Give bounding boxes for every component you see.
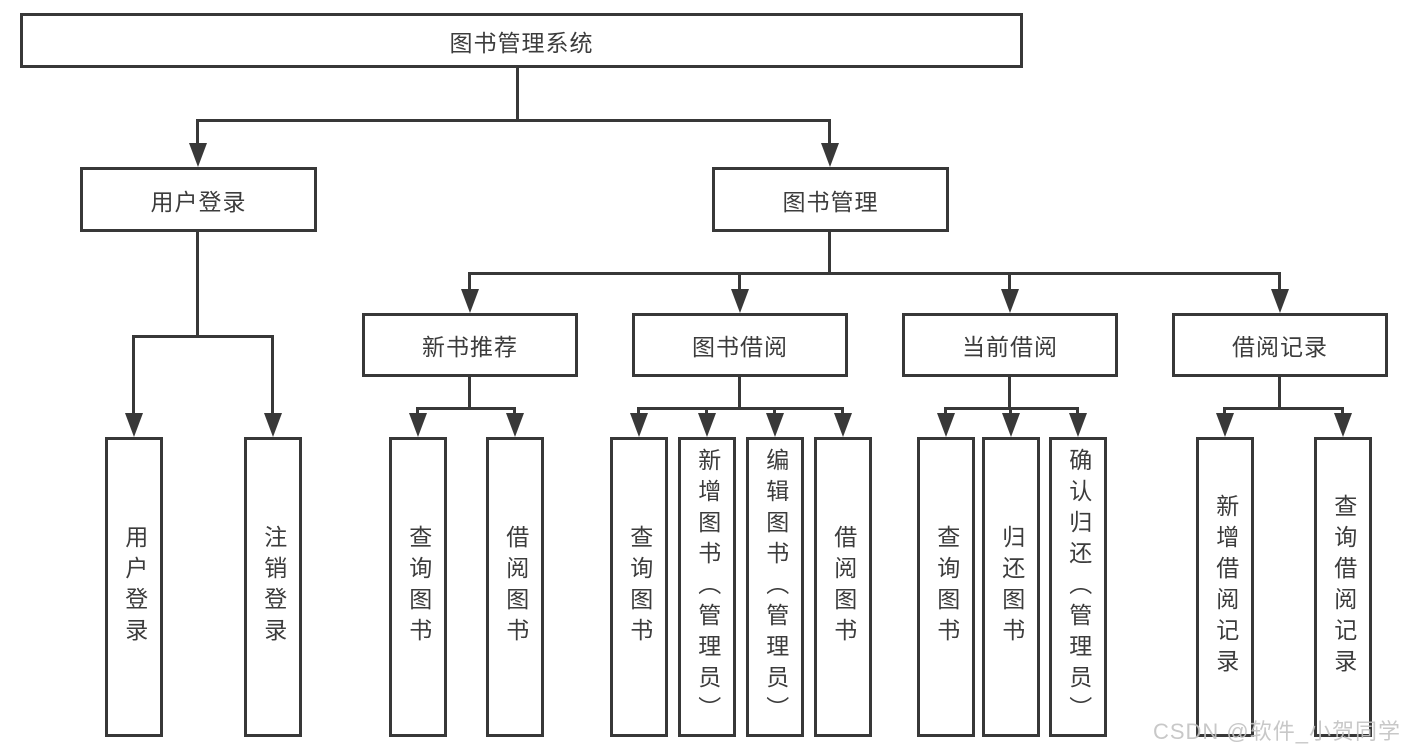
connector-book-mgmt-split: [468, 272, 1281, 275]
leaf-query-book-current-label: 查询图书: [933, 525, 960, 649]
node-current-borrow-label: 当前借阅: [962, 334, 1058, 360]
leaf-borrow-book-recommend-label: 借阅图书: [502, 525, 529, 649]
leaf-add-borrow-record-label: 新增借阅记录: [1212, 494, 1239, 680]
arrow-down-icon: [834, 413, 852, 437]
node-borrow-record: 借阅记录: [1172, 313, 1388, 377]
connector-user-login-split: [132, 335, 274, 338]
csdn-watermark: CSDN @软件_小贺同学: [1152, 719, 1401, 744]
node-library-system-label: 图书管理系统: [449, 29, 594, 56]
leaf-borrow-book: 借阅图书: [814, 437, 872, 737]
arrow-down-icon: [937, 413, 955, 437]
arrow-down-icon: [821, 143, 839, 167]
leaf-edit-book-admin-label: 编辑图书（管理员）: [762, 447, 789, 727]
node-book-management-label: 图书管理: [782, 188, 879, 215]
leaf-query-book-recommend: 查询图书: [389, 437, 447, 737]
arrow-down-icon: [1216, 413, 1234, 437]
node-user-login: 用户登录: [80, 167, 317, 232]
leaf-query-book-recommend-label: 查询图书: [405, 525, 432, 649]
connector-stem-leaf: [132, 335, 135, 423]
connector-book-mgmt-descender: [828, 232, 831, 275]
arrow-down-icon: [264, 413, 282, 437]
arrow-down-icon: [189, 143, 207, 167]
connector-stem-level3: [1278, 272, 1281, 297]
leaf-return-book: 归还图书: [982, 437, 1040, 737]
leaf-query-borrow-record-label: 查询借阅记录: [1330, 494, 1357, 680]
connector-user-login-descender: [196, 232, 199, 338]
leaf-return-book-label: 归还图书: [998, 525, 1025, 649]
arrow-down-icon: [1001, 289, 1019, 313]
leaf-user-login-label: 用户登录: [121, 525, 148, 649]
connector-stem-book-mgmt: [828, 119, 831, 151]
node-current-borrow: 当前借阅: [902, 313, 1118, 377]
leaf-add-book-admin-label: 新增图书（管理员）: [694, 447, 721, 727]
leaf-borrow-book-label: 借阅图书: [830, 525, 857, 649]
connector-stem-level3: [468, 272, 471, 297]
connector-descender: [468, 377, 471, 409]
leaf-query-book-borrow: 查询图书: [610, 437, 668, 737]
leaf-confirm-return-admin-label: 确认归还（管理员）: [1065, 447, 1092, 727]
node-new-book-recommend: 新书推荐: [362, 313, 578, 377]
arrow-down-icon: [630, 413, 648, 437]
connector-root-split: [196, 119, 831, 122]
leaf-add-book-admin: 新增图书（管理员）: [678, 437, 736, 737]
leaf-edit-book-admin: 编辑图书（管理员）: [746, 437, 804, 737]
connector-split: [416, 407, 516, 410]
node-borrow-record-label: 借阅记录: [1232, 334, 1328, 360]
leaf-logout: 注销登录: [244, 437, 302, 737]
connector-stem-user-login: [196, 119, 199, 151]
node-book-management: 图书管理: [712, 167, 949, 232]
leaf-query-borrow-record: 查询借阅记录: [1314, 437, 1372, 737]
arrow-down-icon: [125, 413, 143, 437]
arrow-down-icon: [461, 289, 479, 313]
arrow-down-icon: [731, 289, 749, 313]
connector-stem-level3: [1008, 272, 1011, 297]
connector-root-descender: [516, 68, 519, 122]
leaf-add-borrow-record: 新增借阅记录: [1196, 437, 1254, 737]
node-book-borrow: 图书借阅: [632, 313, 848, 377]
connector-descender: [738, 377, 741, 409]
arrow-down-icon: [506, 413, 524, 437]
arrow-down-icon: [698, 413, 716, 437]
leaf-query-book-borrow-label: 查询图书: [626, 525, 653, 649]
arrow-down-icon: [766, 413, 784, 437]
arrow-down-icon: [1334, 413, 1352, 437]
arrow-down-icon: [1271, 289, 1289, 313]
node-user-login-label: 用户登录: [150, 188, 247, 215]
connector-stem-leaf: [271, 335, 274, 423]
connector-descender: [1278, 377, 1281, 409]
connector-split: [637, 407, 844, 410]
connector-stem-level3: [738, 272, 741, 297]
arrow-down-icon: [1002, 413, 1020, 437]
node-library-system: 图书管理系统: [20, 13, 1023, 68]
leaf-borrow-book-recommend: 借阅图书: [486, 437, 544, 737]
leaf-user-login: 用户登录: [105, 437, 163, 737]
connector-descender: [1008, 377, 1011, 409]
arrow-down-icon: [409, 413, 427, 437]
leaf-query-book-current: 查询图书: [917, 437, 975, 737]
connector-split: [1223, 407, 1344, 410]
leaf-logout-label: 注销登录: [260, 525, 287, 649]
node-book-borrow-label: 图书借阅: [692, 334, 788, 360]
node-new-book-recommend-label: 新书推荐: [422, 334, 518, 360]
leaf-confirm-return-admin: 确认归还（管理员）: [1049, 437, 1107, 737]
arrow-down-icon: [1069, 413, 1087, 437]
